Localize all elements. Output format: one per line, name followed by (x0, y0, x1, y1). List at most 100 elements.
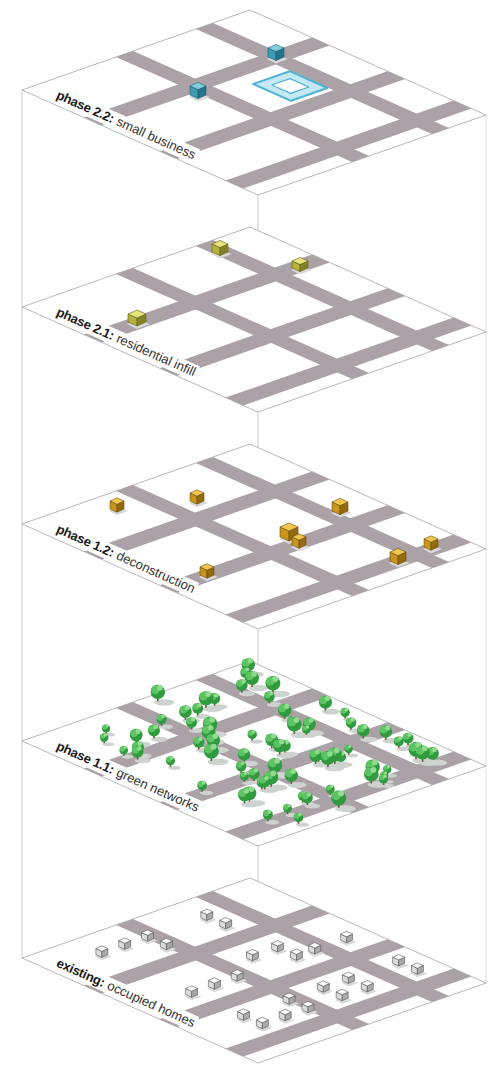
tree-crown (102, 724, 110, 732)
tree (102, 724, 115, 736)
machine-roof (280, 523, 298, 531)
house (267, 44, 288, 63)
house-roof (268, 44, 284, 51)
house-roof (208, 978, 220, 983)
tree-crown (185, 705, 190, 710)
house (118, 938, 135, 952)
house (95, 946, 112, 960)
tree (132, 741, 152, 758)
house-roof (393, 955, 405, 960)
tree-crown (331, 790, 346, 805)
house-roof (283, 993, 295, 998)
tree-crown (287, 804, 291, 808)
tree-crown (136, 729, 141, 734)
tree-crown (252, 730, 256, 734)
tree (157, 714, 174, 729)
tree-crown (245, 667, 249, 671)
tree-crown (214, 693, 218, 697)
tree (383, 765, 397, 777)
tree-crown (199, 691, 213, 705)
road (160, 71, 406, 159)
tree (263, 810, 280, 825)
house (410, 963, 427, 977)
tree-crown (351, 718, 355, 722)
house (207, 978, 224, 992)
house-roof (186, 986, 198, 991)
tree-crown (259, 776, 271, 788)
house-roof (309, 943, 321, 948)
tree-crown (327, 751, 333, 757)
machine (109, 498, 128, 515)
tree-crown (306, 725, 309, 728)
house (282, 993, 299, 1007)
building-courtyard (272, 79, 309, 94)
phase-layer: phase 2.2:small business (0, 5, 493, 205)
tree-crown (315, 749, 320, 754)
tree-crown (238, 789, 251, 802)
tree (319, 696, 340, 715)
tree-crown (238, 748, 250, 760)
tree-crown (100, 733, 109, 742)
house (290, 949, 307, 963)
house-roof (119, 938, 131, 943)
tree-crown (137, 746, 142, 751)
tree-crown (148, 725, 160, 737)
tree-crown (268, 758, 282, 772)
tree-crown (119, 746, 128, 755)
house-roof (160, 938, 172, 943)
tree (364, 767, 388, 788)
house (255, 1017, 272, 1031)
house-roof (317, 981, 329, 986)
tree-crown (241, 679, 246, 684)
road (196, 891, 449, 1002)
tree-crown (398, 736, 402, 740)
house (200, 909, 217, 923)
tree-crown (379, 774, 388, 783)
machine (199, 564, 218, 581)
tree-crown (236, 679, 248, 691)
tree-crown (197, 703, 201, 707)
tree-crown (302, 725, 310, 733)
tree-crown (309, 718, 314, 723)
house-roof (302, 1001, 314, 1006)
tree-crown (157, 714, 167, 724)
house-roof (342, 972, 354, 977)
tree (321, 751, 344, 771)
house-roof (361, 981, 373, 986)
tree-crown (264, 776, 269, 781)
tree (248, 730, 263, 744)
tree-crown (205, 691, 211, 697)
tree-crown (330, 785, 334, 789)
tree-crown (272, 676, 278, 682)
house-roof (220, 918, 232, 923)
tree-crown (298, 813, 302, 817)
tree (273, 739, 295, 758)
tree-crown (309, 749, 321, 761)
tree-crown (213, 733, 218, 738)
tree-crown (179, 705, 192, 718)
tree (357, 724, 378, 742)
tree-shadow (104, 733, 115, 737)
machine-roof (110, 498, 124, 504)
house-roof (256, 1017, 268, 1022)
tree-crown (267, 810, 271, 814)
house (246, 949, 263, 963)
tree-crown (209, 717, 215, 723)
house (335, 989, 352, 1003)
tree (379, 774, 394, 788)
house (291, 257, 312, 274)
tree (236, 679, 255, 696)
house-roof (128, 310, 146, 318)
tree-crown (325, 696, 330, 701)
road (196, 457, 449, 568)
tree (119, 746, 133, 759)
house (230, 970, 247, 984)
tree-crown (283, 804, 292, 813)
machine-roof (390, 548, 406, 555)
layer-plane-outline (22, 10, 486, 195)
house-roof (231, 970, 243, 975)
tree-crown (432, 747, 437, 752)
tree-crown (191, 717, 195, 721)
tree-crown (248, 658, 253, 663)
tree (298, 791, 314, 805)
